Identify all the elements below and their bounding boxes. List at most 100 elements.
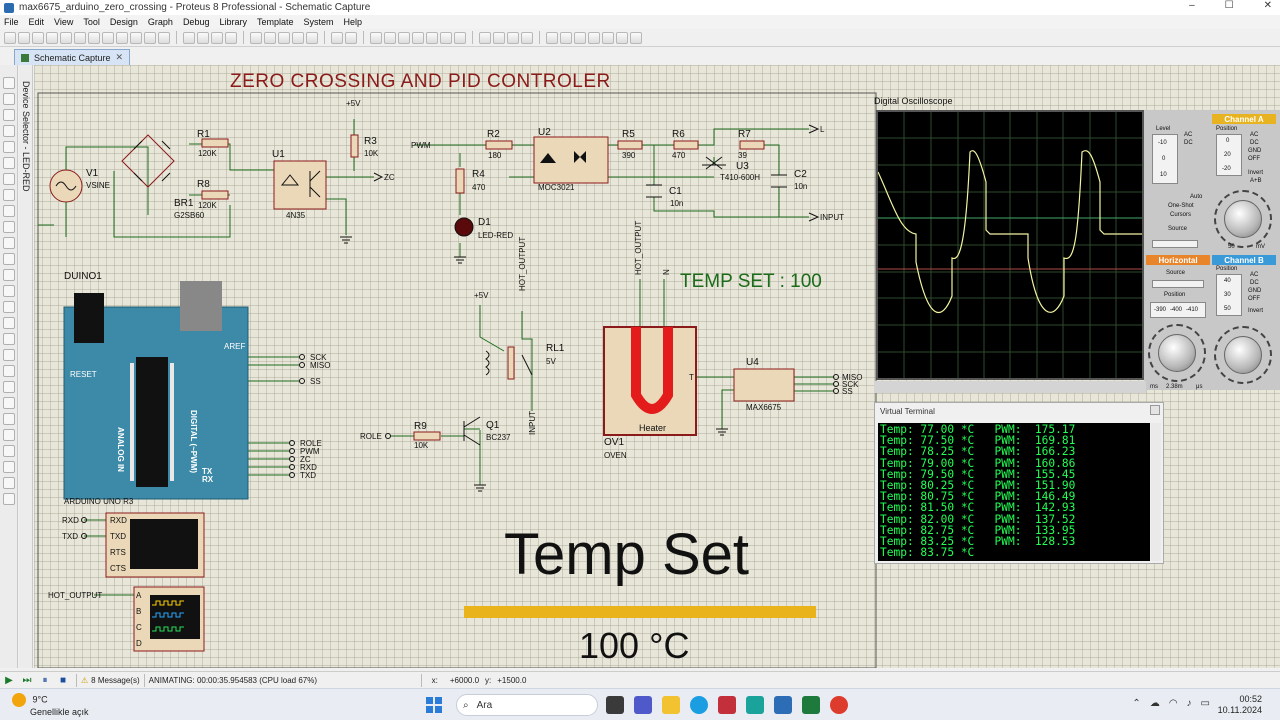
wire-label-icon[interactable] bbox=[2, 125, 15, 137]
menu-design[interactable]: Design bbox=[109, 17, 138, 27]
ch-a-off[interactable]: OFF bbox=[1248, 156, 1260, 162]
schematic-canvas[interactable]: ZERO CROSSING AND PID CONTROLER TEMP SET… bbox=[34, 65, 1280, 668]
flip-icon[interactable] bbox=[2, 493, 15, 505]
r7-ref[interactable]: R7 bbox=[738, 129, 751, 140]
subcircuit-icon[interactable] bbox=[2, 173, 15, 185]
ch-b-dc[interactable]: DC bbox=[1250, 280, 1259, 286]
zoom-area-icon[interactable] bbox=[306, 31, 318, 44]
box-icon[interactable] bbox=[2, 333, 15, 345]
remove-sheet-icon[interactable] bbox=[616, 31, 628, 44]
source-code-icon[interactable] bbox=[144, 31, 156, 44]
current-probe-icon[interactable] bbox=[2, 285, 15, 297]
close-button[interactable]: ✕ bbox=[1263, 0, 1272, 11]
arduino-ide-icon[interactable] bbox=[746, 696, 764, 714]
menu-system[interactable]: System bbox=[303, 17, 334, 27]
ch-b-invert[interactable]: Invert bbox=[1248, 308, 1264, 314]
ch-b-off[interactable]: OFF bbox=[1248, 296, 1260, 302]
block-rotate-icon[interactable] bbox=[440, 31, 452, 44]
wire-autorouter-icon[interactable] bbox=[546, 31, 558, 44]
ch-b-ac[interactable]: AC bbox=[1250, 272, 1259, 278]
menu-tool[interactable]: Tool bbox=[83, 17, 100, 27]
one-shot-label[interactable]: One-Shot bbox=[1168, 203, 1194, 209]
file-explorer-icon[interactable] bbox=[662, 696, 680, 714]
battery-icon[interactable]: ▭ bbox=[1200, 698, 1210, 709]
menu-template[interactable]: Template bbox=[256, 17, 294, 27]
d1-ref[interactable]: D1 bbox=[478, 217, 491, 228]
refresh-icon[interactable] bbox=[183, 31, 195, 44]
origin-icon[interactable] bbox=[211, 31, 223, 44]
taskbar-search[interactable]: ⌕ Ara bbox=[456, 694, 598, 716]
3d-icon[interactable] bbox=[102, 31, 114, 44]
windows-start-icon[interactable] bbox=[426, 697, 442, 713]
text-script-icon[interactable] bbox=[2, 141, 15, 153]
buses-icon[interactable] bbox=[2, 157, 15, 169]
netlist-icon[interactable] bbox=[630, 31, 642, 44]
menu-help[interactable]: Help bbox=[343, 17, 363, 27]
pick-device-icon[interactable] bbox=[479, 31, 491, 44]
virtual-terminal-window[interactable]: Virtual Terminal Temp: 77.00 *C PWM: 175… bbox=[874, 402, 1164, 564]
paste-icon[interactable] bbox=[398, 31, 410, 44]
app-icon[interactable] bbox=[718, 696, 736, 714]
excel-icon[interactable] bbox=[802, 696, 820, 714]
rotate-ccw-icon[interactable] bbox=[2, 461, 15, 473]
close-icon[interactable] bbox=[1150, 405, 1160, 415]
terminals-icon[interactable] bbox=[2, 189, 15, 201]
q1-ref[interactable]: Q1 bbox=[486, 420, 500, 431]
make-device-icon[interactable] bbox=[493, 31, 505, 44]
ch-b-gnd[interactable]: GND bbox=[1248, 288, 1262, 294]
r6-ref[interactable]: R6 bbox=[672, 129, 685, 140]
text-icon[interactable] bbox=[2, 397, 15, 409]
graph-icon[interactable] bbox=[2, 221, 15, 233]
close-icon[interactable]: ✕ bbox=[115, 52, 124, 62]
arduino-ref[interactable]: DUINO1 bbox=[64, 271, 102, 282]
v1-ref[interactable]: V1 bbox=[86, 168, 99, 179]
property-assignment-icon[interactable] bbox=[574, 31, 586, 44]
h-source-slider[interactable] bbox=[1152, 280, 1204, 288]
ch-a-ac[interactable]: AC bbox=[1250, 132, 1259, 138]
pcb-icon[interactable] bbox=[88, 31, 100, 44]
zoom-all-icon[interactable] bbox=[292, 31, 304, 44]
trigger-dc[interactable]: DC bbox=[1184, 140, 1193, 146]
zoom-out-icon[interactable] bbox=[278, 31, 290, 44]
virtual-terminal-scrollbar[interactable] bbox=[1151, 423, 1161, 561]
grid-icon[interactable] bbox=[197, 31, 209, 44]
new-sheet-icon[interactable] bbox=[602, 31, 614, 44]
gerber-icon[interactable] bbox=[116, 31, 128, 44]
maximize-button[interactable]: ☐ bbox=[1224, 0, 1234, 11]
c1-ref[interactable]: C1 bbox=[669, 186, 682, 197]
ch-a-position-slider[interactable] bbox=[1216, 134, 1242, 176]
r2-ref[interactable]: R2 bbox=[487, 129, 500, 140]
menu-view[interactable]: View bbox=[54, 17, 74, 27]
home-icon[interactable] bbox=[60, 31, 72, 44]
chrome-icon[interactable] bbox=[830, 696, 848, 714]
path-icon[interactable] bbox=[2, 381, 15, 393]
pause-icon[interactable]: ⏸ bbox=[42, 674, 48, 686]
cut-icon[interactable] bbox=[370, 31, 382, 44]
play-icon[interactable]: ▶ bbox=[5, 674, 13, 686]
ch-a-gnd[interactable]: GND bbox=[1248, 148, 1262, 154]
ov1-ref[interactable]: OV1 bbox=[604, 437, 625, 448]
c2-ref[interactable]: C2 bbox=[794, 169, 807, 180]
ch-a-invert[interactable]: Invert bbox=[1248, 170, 1264, 176]
marker-icon[interactable] bbox=[2, 429, 15, 441]
cursors-label[interactable]: Cursors bbox=[1170, 212, 1192, 218]
u1-ref[interactable]: U1 bbox=[272, 149, 285, 160]
menu-graph[interactable]: Graph bbox=[147, 17, 173, 27]
r4-ref[interactable]: R4 bbox=[472, 169, 485, 180]
schematic-icon[interactable] bbox=[74, 31, 86, 44]
junction-icon[interactable] bbox=[2, 109, 15, 121]
arc-icon[interactable] bbox=[2, 365, 15, 377]
u3-ref[interactable]: U3 bbox=[736, 161, 749, 172]
menu-edit[interactable]: Edit bbox=[28, 17, 45, 27]
r5-ref[interactable]: R5 bbox=[622, 129, 635, 140]
trigger-source-slider[interactable] bbox=[1152, 240, 1198, 248]
search-icon[interactable] bbox=[560, 31, 572, 44]
rl1-ref[interactable]: RL1 bbox=[546, 343, 565, 354]
mirror-icon[interactable] bbox=[2, 477, 15, 489]
component-mode-icon[interactable] bbox=[2, 93, 15, 105]
generator-icon[interactable] bbox=[2, 253, 15, 265]
undo-icon[interactable] bbox=[331, 31, 343, 44]
teams-icon[interactable] bbox=[634, 696, 652, 714]
minimize-button[interactable]: – bbox=[1189, 0, 1195, 11]
